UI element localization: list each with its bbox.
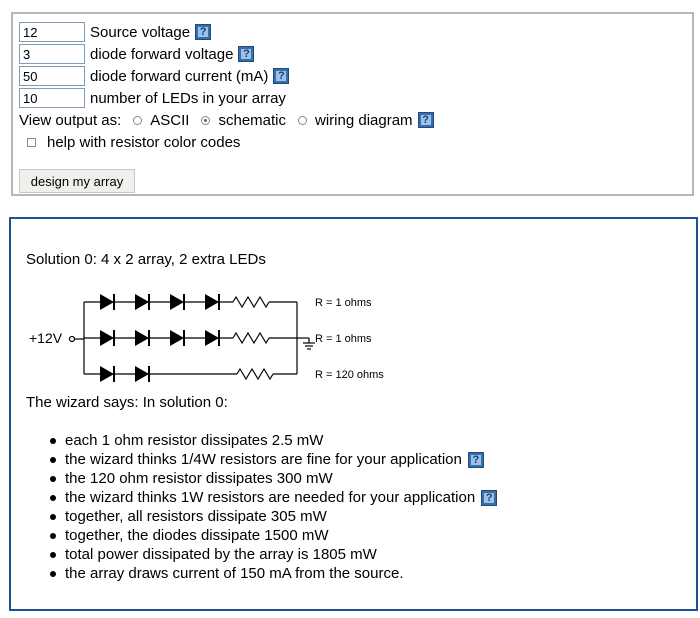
led-icon: [170, 294, 184, 310]
list-item: together, all resistors dissipate 305 mW: [49, 507, 497, 526]
resistor-icon: [232, 331, 270, 345]
design-array-button[interactable]: design my array: [19, 169, 135, 193]
help-glyph: ?: [422, 114, 429, 126]
view-output-label: View output as:: [19, 111, 122, 129]
input-form-panel: Source voltage ? diode forward voltage ?…: [11, 12, 694, 196]
color-codes-row: help with resistor color codes: [27, 132, 240, 152]
list-item: the array draws current of 150 mA from t…: [49, 564, 497, 583]
resistor-value-label: R = 120 ohms: [315, 369, 384, 381]
list-item-text: together, all resistors dissipate 305 mW: [65, 508, 327, 525]
radio-wiring-diagram[interactable]: [298, 115, 308, 125]
list-item-text: together, the diodes dissipate 1500 mW: [65, 527, 329, 544]
list-item-text: the 120 ohm resistor dissipates 300 mW: [65, 470, 333, 487]
source-voltage-row: Source voltage ?: [19, 22, 212, 42]
list-item: the 120 ohm resistor dissipates 300 mW: [49, 469, 497, 488]
array-schematic: +12V R = 1 ohms R = 1 ohms R = 120 ohms: [29, 294, 384, 382]
led-icon: [205, 294, 219, 310]
color-codes-checkbox[interactable]: [27, 137, 36, 147]
led-count-row: number of LEDs in your array: [19, 88, 286, 108]
supply-voltage-label: +12V: [29, 330, 63, 346]
help-icon[interactable]: ?: [467, 452, 484, 469]
led-icon: [100, 330, 114, 346]
help-glyph: ?: [199, 26, 207, 38]
diode-forward-voltage-input[interactable]: [19, 44, 85, 64]
list-item-text: total power dissipated by the array is 1…: [65, 546, 377, 563]
radio-schematic-label: schematic: [218, 111, 287, 129]
radio-ascii-label: ASCII: [150, 111, 190, 129]
list-item: together, the diodes dissipate 1500 mW: [49, 526, 497, 545]
help-icon[interactable]: ?: [238, 46, 255, 62]
radio-schematic[interactable]: [201, 115, 211, 125]
led-icon: [205, 330, 219, 346]
list-item-text: the array draws current of 150 mA from t…: [65, 565, 404, 582]
help-glyph: ?: [485, 492, 493, 505]
list-item: total power dissipated by the array is 1…: [49, 545, 497, 564]
led-icon: [100, 294, 114, 310]
list-item-text: the wizard thinks 1/4W resistors are fin…: [65, 451, 462, 468]
diode-forward-voltage-label: diode forward voltage: [90, 45, 234, 63]
list-item: the wizard thinks 1/4W resistors are fin…: [49, 450, 497, 469]
color-codes-label: help with resistor color codes: [47, 133, 241, 151]
radio-ascii[interactable]: [133, 115, 143, 125]
help-glyph: ?: [278, 70, 285, 82]
list-item: the wizard thinks 1W resistors are neede…: [49, 488, 498, 507]
radio-wiring-diagram-label: wiring diagram: [315, 111, 413, 129]
resistor-icon: [236, 367, 274, 381]
view-output-row: View output as: ASCII schematic wiring d…: [19, 110, 434, 130]
list-item-text: the wizard thinks 1W resistors are neede…: [65, 489, 476, 506]
list-item: each 1 ohm resistor dissipates 2.5 mW: [49, 431, 497, 450]
led-icon: [135, 330, 149, 346]
diode-forward-current-label: diode forward current (mA): [90, 67, 269, 85]
help-icon[interactable]: ?: [481, 490, 498, 507]
led-icon: [170, 330, 184, 346]
led-count-label: number of LEDs in your array: [90, 89, 286, 107]
help-icon[interactable]: ?: [195, 24, 212, 40]
source-voltage-label: Source voltage: [90, 23, 191, 41]
solution-title: Solution 0: 4 x 2 array, 2 extra LEDs: [26, 251, 266, 268]
source-voltage-input[interactable]: [19, 22, 85, 42]
resistor-value-label: R = 1 ohms: [315, 297, 372, 309]
ground-icon: [303, 342, 315, 350]
wizard-bullet-list: each 1 ohm resistor dissipates 2.5 mW th…: [49, 431, 498, 583]
diode-current-row: diode forward current (mA) ?: [19, 66, 290, 86]
list-item-text: each 1 ohm resistor dissipates 2.5 mW: [65, 432, 324, 449]
led-icon: [100, 366, 114, 382]
resistor-icon: [232, 295, 270, 309]
led-count-input[interactable]: [19, 88, 85, 108]
led-icon: [135, 366, 149, 382]
help-icon[interactable]: ?: [417, 112, 434, 128]
help-icon[interactable]: ?: [273, 68, 290, 84]
help-glyph: ?: [472, 454, 480, 467]
diode-voltage-row: diode forward voltage ?: [19, 44, 255, 64]
solution-output-panel: Solution 0: 4 x 2 array, 2 extra LEDs +1…: [9, 217, 698, 611]
help-glyph: ?: [243, 48, 250, 60]
supply-terminal: [68, 335, 76, 343]
resistor-value-label: R = 1 ohms: [315, 333, 372, 345]
wizard-intro: The wizard says: In solution 0:: [26, 394, 228, 411]
diode-forward-current-input[interactable]: [19, 66, 85, 86]
led-icon: [135, 294, 149, 310]
